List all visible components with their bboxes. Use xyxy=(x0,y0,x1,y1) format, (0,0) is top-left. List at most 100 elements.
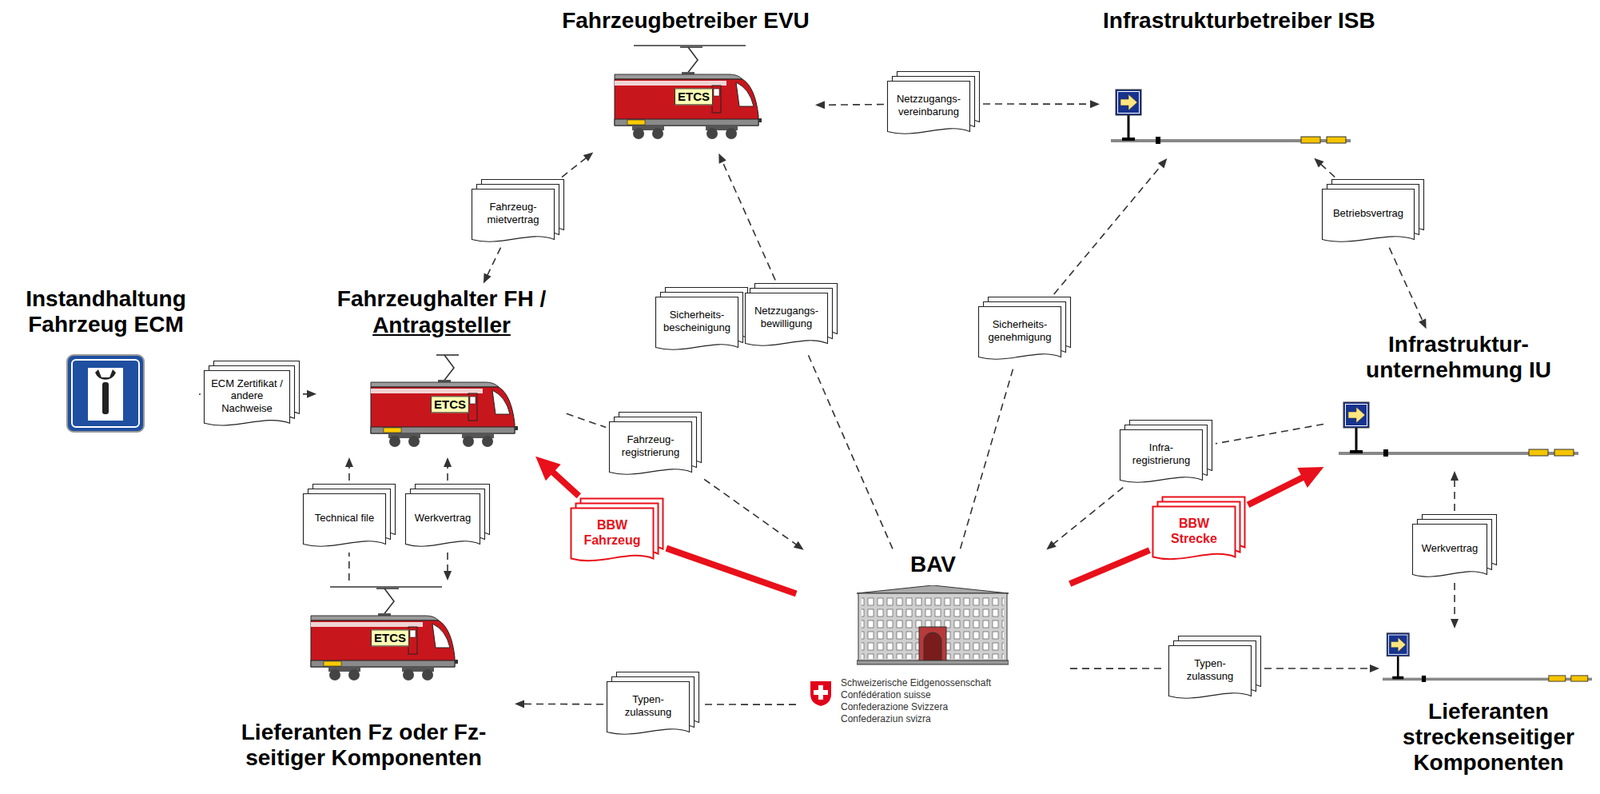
dashed-connector xyxy=(566,413,606,427)
actor-group: Infrastrukturbetreiber ISB xyxy=(1102,7,1359,156)
arrowhead xyxy=(583,151,594,161)
actor-title: Lieferanten Fz oder Fz-seitiger Komponen… xyxy=(215,719,512,771)
arrowhead xyxy=(1450,618,1459,629)
dashed-connector xyxy=(561,151,594,177)
arrowhead xyxy=(1450,470,1459,481)
arrowhead xyxy=(718,153,726,164)
arrowhead xyxy=(1046,540,1056,550)
connector-line xyxy=(348,465,351,481)
actor-title: Fahrzeugbetreiber EVU xyxy=(559,7,812,34)
arrowhead xyxy=(1418,318,1427,329)
dashed-connector xyxy=(302,390,317,399)
etcs-badge: ETCS xyxy=(370,628,410,646)
dashed-connector xyxy=(1313,158,1335,178)
connector-line xyxy=(1248,477,1305,506)
document-label: Sicherheits- bescheinigung xyxy=(660,308,733,334)
arrowhead xyxy=(443,457,452,467)
connector-line xyxy=(446,552,449,573)
connector-line xyxy=(1054,164,1163,295)
arrowhead xyxy=(483,272,492,283)
dashed-connector xyxy=(702,704,797,705)
document-stack: Betriebsvertrag xyxy=(1321,179,1425,245)
arrowhead xyxy=(1297,466,1324,488)
dashed-connector xyxy=(1054,158,1168,295)
arrowhead xyxy=(306,390,317,399)
dashed-connector xyxy=(514,699,604,708)
document-sheet xyxy=(609,421,693,475)
document-stack: BBW Strecke xyxy=(1152,496,1246,562)
signal-symbol xyxy=(1382,632,1593,682)
document-label: Fahrzeug- mietvertrag xyxy=(477,200,550,226)
dashed-connector xyxy=(345,457,354,481)
building-symbol xyxy=(856,585,1009,665)
connector-line xyxy=(348,552,351,581)
document-sheet xyxy=(656,297,739,351)
connector-line xyxy=(199,393,201,395)
connector-line xyxy=(704,478,797,546)
swiss-wordmark: Schweizerische Eidgenossenschaft Confédé… xyxy=(840,676,994,725)
document-stack: Fahrzeug- mietvertrag xyxy=(471,179,565,245)
document-stack: Netzzugangs- vereinbarung xyxy=(887,71,980,137)
shield-symbol xyxy=(810,680,832,706)
document-label: Betriebsvertrag xyxy=(1327,206,1409,220)
connector-line xyxy=(823,103,884,106)
train-symbol xyxy=(310,588,458,681)
connector-line xyxy=(1215,423,1324,443)
bbw-label: BBW Strecke xyxy=(1158,515,1230,546)
signal-symbol xyxy=(1110,89,1351,144)
dashed-connector xyxy=(960,365,1015,549)
bbw-arrow xyxy=(1070,549,1151,584)
actor-group: Fahrzeugbetreiber EVU ETCS xyxy=(559,7,812,151)
connector-line xyxy=(702,703,797,705)
document-label: Typen- zulassung xyxy=(1174,656,1246,682)
shield-illustration xyxy=(808,679,833,707)
connector-line xyxy=(1453,582,1456,621)
document-sheet xyxy=(1322,189,1415,243)
ecm-symbol xyxy=(67,354,144,432)
document-stack: ECM Zertifikat / andere Nachweise xyxy=(203,360,300,429)
document-label: Typen- zulassung xyxy=(612,692,685,718)
actor-group: Instandhaltung Fahrzeug ECM xyxy=(15,286,196,438)
connector-line xyxy=(666,548,797,594)
actor-group: Infrastruktur- unternehmung IU xyxy=(1326,331,1591,468)
catenary-symbol xyxy=(633,45,746,47)
document-sheet xyxy=(204,370,291,425)
document-label: ECM Zertifikat / andere Nachweise xyxy=(209,377,285,415)
actor-title: Instandhaltung Fahrzeug ECM xyxy=(15,286,196,338)
document-label: Infra- registrierung xyxy=(1125,441,1198,466)
dashed-connector xyxy=(1450,582,1459,629)
connector-line xyxy=(960,365,1015,549)
connector-line xyxy=(1453,478,1456,511)
dashed-connector xyxy=(443,457,452,481)
document-sheet xyxy=(1120,429,1203,483)
dashed-connector xyxy=(806,351,892,550)
connector-line xyxy=(566,413,606,427)
arrowhead xyxy=(443,570,452,581)
connector-line xyxy=(1052,487,1123,546)
document-label: Werkvertrag xyxy=(410,511,475,525)
document-sheet xyxy=(1412,524,1488,578)
document-label: Sicherheits- genehmigung xyxy=(983,318,1056,343)
document-stack: Netzzugangs- bewilligung xyxy=(744,282,838,349)
actor-title: Lieferanten streckenseitiger Komponenten xyxy=(1382,698,1595,777)
dashed-connector xyxy=(1389,247,1426,330)
dashed-connector xyxy=(1215,423,1324,443)
connector-line xyxy=(522,703,604,705)
dashed-connector xyxy=(1264,664,1380,673)
dashed-connector xyxy=(199,393,201,395)
document-stack: Infra- registrierung xyxy=(1119,419,1213,486)
dashed-connector xyxy=(1450,470,1459,511)
etcs-badge: ETCS xyxy=(430,395,470,413)
dashed-connector xyxy=(483,247,502,284)
etcs-badge: ETCS xyxy=(674,87,713,105)
arrowhead xyxy=(1369,664,1380,673)
signal-illustration xyxy=(1338,400,1579,465)
dashed-connector xyxy=(718,153,776,281)
bbw-arrow xyxy=(666,548,797,594)
document-stack: Sicherheits- bescheinigung xyxy=(655,286,749,353)
bbw-arrow xyxy=(1248,466,1325,505)
connector-line xyxy=(486,247,501,277)
document-stack: Werkvertrag xyxy=(1412,513,1497,580)
dashed-connector xyxy=(443,552,452,581)
document-stack: Typen- zulassung xyxy=(606,671,700,737)
